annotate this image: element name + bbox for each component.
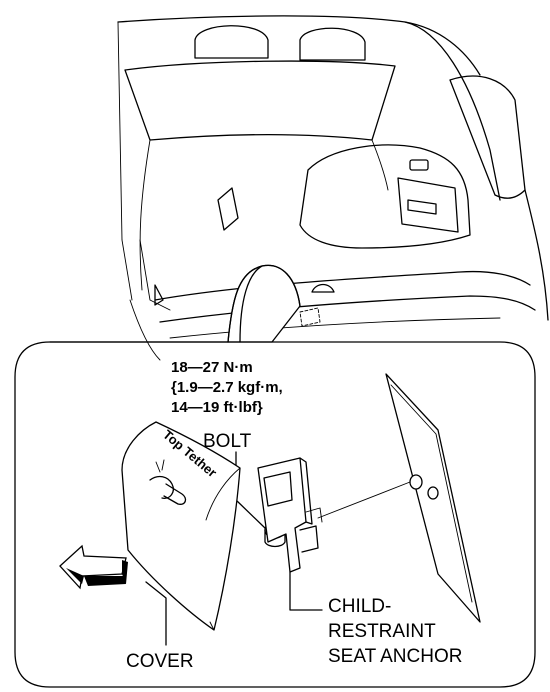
vehicle-cargo-area [117,15,549,361]
anchor-label-line1: CHILD- [328,596,391,617]
child-seat-tether-icon [149,459,187,505]
child-restraint-seat-anchor: CHILD- RESTRAINT SEAT ANCHOR [257,457,462,667]
cover: Top Tether COVER [121,421,241,672]
bolt-label: BOLT [203,431,252,452]
arrow-left-icon [59,544,128,590]
torque-nm: 18—27 N·m [171,359,253,376]
detail-callout [14,264,536,688]
cover-label: COVER [126,651,194,672]
torque-ftlbf: 14—19 ft·lbf} [171,399,263,416]
anchor-label-line2: RESTRAINT [328,621,436,642]
anchor-label-line3: SEAT ANCHOR [328,646,462,667]
mounting-panel [385,373,481,623]
torque-kgfm: {1.9—2.7 kgf·m, [171,379,283,396]
torque-spec: 18—27 N·m {1.9—2.7 kgf·m, 14—19 ft·lbf} [171,359,283,416]
